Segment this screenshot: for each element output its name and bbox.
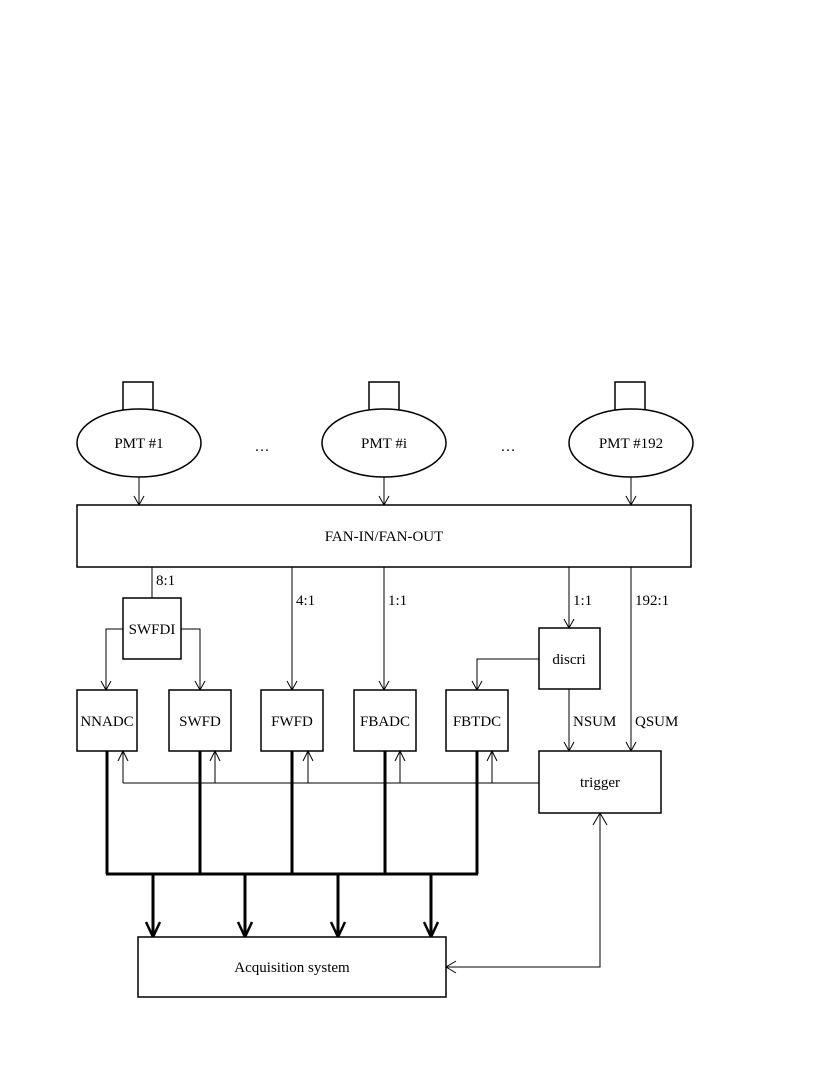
ratio-8-1: 8:1	[156, 573, 175, 589]
ellipsis-right: …	[501, 439, 516, 455]
trigger-label: trigger	[580, 775, 620, 791]
ellipsis-left: …	[255, 439, 270, 455]
pmt-i-neck	[368, 381, 400, 412]
swfd-label: SWFD	[179, 714, 221, 730]
trigger-distribution	[117, 749, 539, 784]
fbtdc-label: FBTDC	[453, 714, 501, 730]
swfdi-label: SWFDI	[129, 622, 176, 638]
fanout-label: FAN-IN/FAN-OUT	[325, 529, 444, 545]
swfdi-box: SWFDI	[122, 597, 182, 660]
pmt-to-fanout-arrows	[133, 477, 637, 507]
fanout-box: FAN-IN/FAN-OUT	[76, 504, 692, 568]
fwfd-label: FWFD	[271, 714, 313, 730]
ratio-4-1: 4:1	[296, 593, 315, 609]
module-fwfd: FWFD	[260, 689, 324, 752]
nnadc-label: NNADC	[80, 714, 133, 730]
qsum-label: QSUM	[635, 714, 678, 730]
pmt-1-label: PMT #1	[114, 436, 163, 452]
ratio-1-1-a: 1:1	[388, 593, 407, 609]
trigger-acquisition-link	[445, 812, 608, 974]
nsum-label: NSUM	[573, 714, 616, 730]
pmt-1-neck	[122, 381, 154, 412]
pmt-192-neck	[614, 381, 646, 412]
pmt-1: PMT #1	[76, 381, 202, 478]
data-bus	[105, 751, 479, 940]
fbadc-label: FBADC	[360, 714, 410, 730]
module-swfd: SWFD	[168, 689, 232, 752]
fanout-outputs: 8:1 4:1 1:1 1:1 192:1	[151, 567, 669, 753]
pmt-i-label: PMT #i	[361, 436, 407, 452]
discri-outputs: NSUM QSUM	[471, 658, 678, 753]
pmt-i: PMT #i	[321, 381, 447, 478]
discri-box: discri	[538, 627, 601, 690]
trigger-box: trigger	[538, 750, 662, 814]
pmt-192-label: PMT #192	[599, 436, 663, 452]
module-fbadc: FBADC	[353, 689, 417, 752]
pmt-192: PMT #192	[568, 381, 694, 478]
module-fbtdc: FBTDC	[445, 689, 509, 752]
discri-label: discri	[552, 652, 585, 668]
acquisition-box: Acquisition system	[137, 936, 447, 998]
module-nnadc: NNADC	[76, 689, 138, 752]
ratio-192-1: 192:1	[635, 593, 669, 609]
ratio-1-1-b: 1:1	[573, 593, 592, 609]
acquisition-label: Acquisition system	[234, 960, 350, 976]
